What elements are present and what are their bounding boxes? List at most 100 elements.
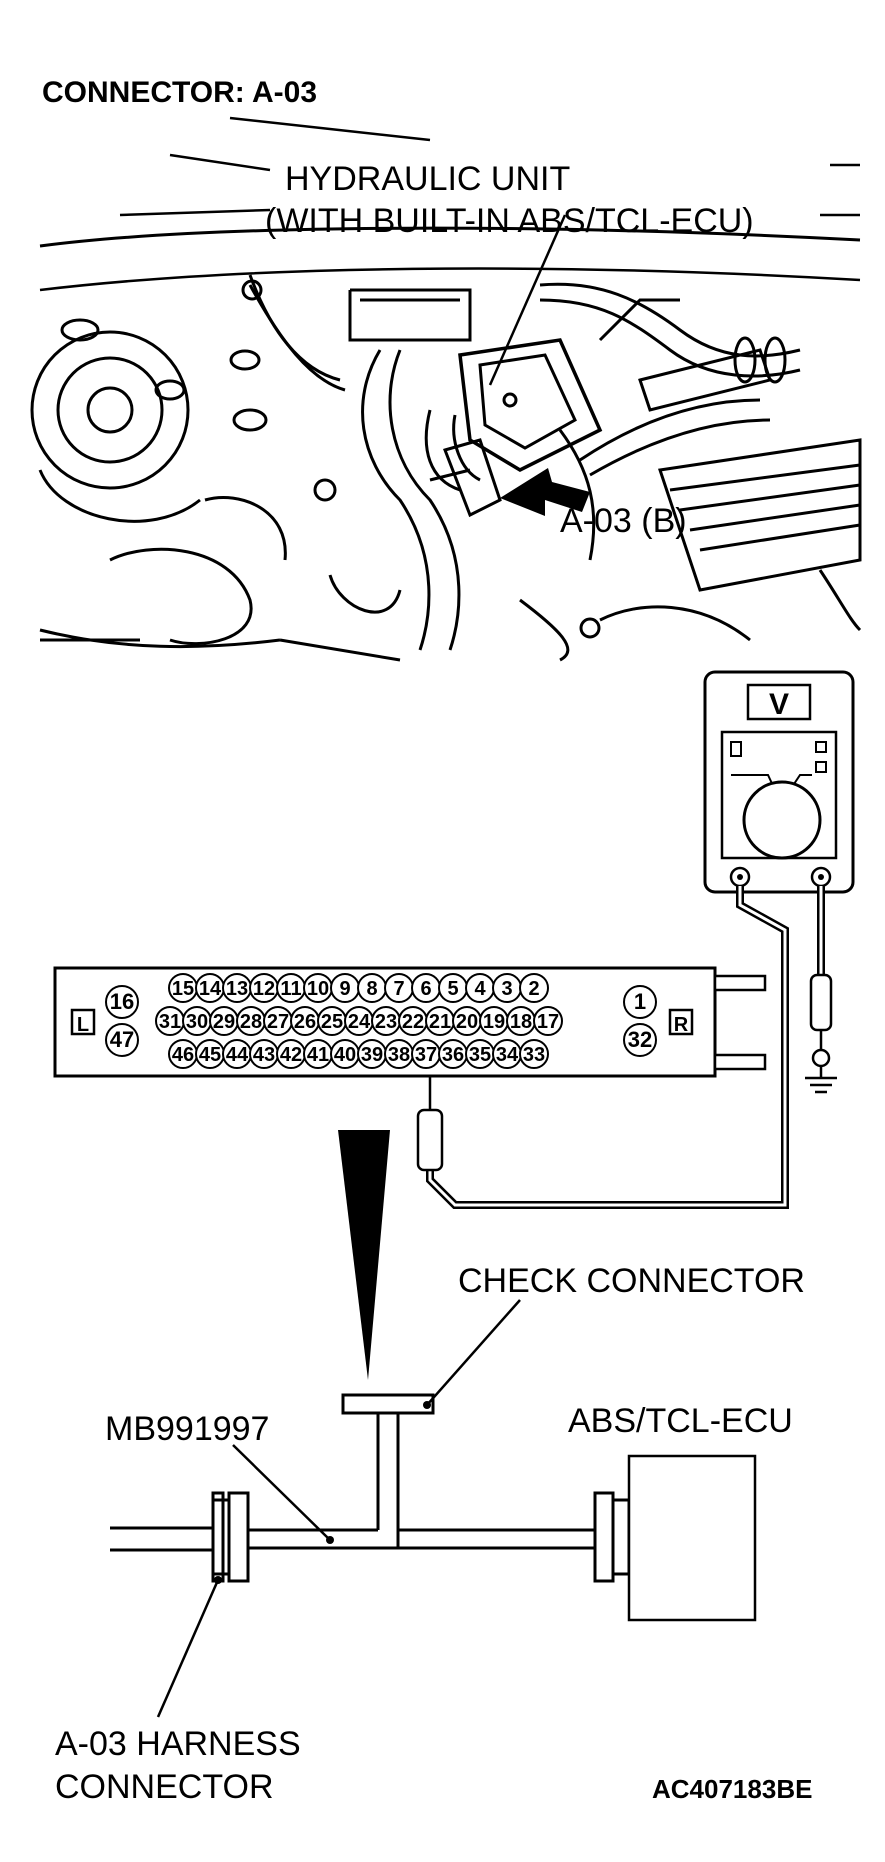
svg-text:27: 27 [267,1011,289,1033]
pin-45: 45 [195,1039,225,1069]
svg-text:11: 11 [280,978,301,1000]
pin-37: 37 [411,1039,441,1069]
pin-35: 35 [465,1039,495,1069]
pin-26: 26 [290,1006,320,1036]
connector-a03-label: A-03 (B) [560,502,687,540]
pin-14: 14 [195,973,225,1003]
svg-text:35: 35 [469,1044,491,1066]
svg-text:38: 38 [388,1044,410,1066]
figure-code: AC407183BE [652,1774,812,1804]
connector-arrow [500,468,590,516]
meter-leads [426,886,825,1209]
pin-20: 20 [452,1006,482,1036]
voltmeter [703,670,855,894]
pin-30: 30 [182,1006,212,1036]
pin-36: 36 [438,1039,468,1069]
svg-text:33: 33 [523,1044,545,1066]
svg-text:29: 29 [213,1011,235,1033]
svg-text:30: 30 [186,1011,208,1033]
svg-text:6: 6 [420,978,431,1000]
pin-24: 24 [344,1006,374,1036]
leader-dots [214,1401,431,1584]
svg-text:19: 19 [483,1011,505,1033]
svg-text:40: 40 [334,1044,356,1066]
svg-text:13: 13 [226,978,248,1000]
svg-text:4: 4 [474,978,486,1000]
svg-text:21: 21 [429,1011,451,1033]
ecu-label: ABS/TCL-ECU [568,1402,793,1440]
harness-schematic [110,1299,757,1718]
pin-5: 5 [438,973,468,1003]
svg-text:45: 45 [199,1044,221,1066]
svg-text:28: 28 [240,1011,262,1033]
pin-11: 11 [276,973,306,1003]
tool-label: MB991997 [105,1410,269,1448]
svg-text:5: 5 [447,978,458,1000]
photo-leaders [488,214,567,386]
pin-33: 33 [519,1039,549,1069]
svg-text:10: 10 [307,978,329,1000]
svg-text:2: 2 [528,978,539,1000]
pin-31: 31 [155,1006,185,1036]
svg-text:22: 22 [402,1011,424,1033]
svg-text:31: 31 [159,1011,181,1033]
ground-probe [805,973,837,1094]
page-title: CONNECTOR: A-03 [42,76,317,109]
pin-28: 28 [236,1006,266,1036]
pin-29: 29 [209,1006,239,1036]
pin-16: 16 [105,985,139,1019]
pin-13: 13 [222,973,252,1003]
hydraulic-unit-label: HYDRAULIC UNIT [285,160,570,198]
pin-41: 41 [303,1039,333,1069]
svg-text:17: 17 [537,1011,559,1033]
harness-connector-label: A-03 HARNESS [55,1725,301,1763]
pin-19: 19 [479,1006,509,1036]
svg-text:20: 20 [456,1011,478,1033]
engine-bay-illustration [30,116,862,662]
svg-text:44: 44 [226,1044,249,1066]
svg-text:47: 47 [110,1027,134,1052]
svg-text:42: 42 [280,1044,302,1066]
pin-32: 32 [623,1023,657,1057]
pin-22: 22 [398,1006,428,1036]
svg-text:15: 15 [172,978,194,1000]
test-probe [416,1070,444,1172]
pin-25: 25 [317,1006,347,1036]
pin-42: 42 [276,1039,306,1069]
svg-text:23: 23 [375,1011,397,1033]
pin-12: 12 [249,973,279,1003]
voltmeter-symbol: V [769,688,789,721]
pin-40: 40 [330,1039,360,1069]
check-connector-label: CHECK CONNECTOR [458,1262,805,1300]
pin-4: 4 [465,973,495,1003]
svg-text:7: 7 [393,978,404,1000]
svg-text:34: 34 [496,1044,519,1066]
pin-3: 3 [492,973,522,1003]
pin-23: 23 [371,1006,401,1036]
pin-21: 21 [425,1006,455,1036]
harness-connector-label-2: CONNECTOR [55,1768,274,1806]
svg-text:39: 39 [361,1044,383,1066]
pin-47: 47 [105,1023,139,1057]
svg-text:16: 16 [110,989,134,1014]
pin-8: 8 [357,973,387,1003]
hydraulic-unit-sublabel: (WITH BUILT-IN ABS/TCL-ECU) [265,202,754,240]
svg-text:32: 32 [628,1027,652,1052]
svg-text:41: 41 [307,1044,329,1066]
pin-9: 9 [330,973,360,1003]
svg-text:9: 9 [339,978,350,1000]
pin-27: 27 [263,1006,293,1036]
svg-text:26: 26 [294,1011,316,1033]
pin-2: 2 [519,973,549,1003]
svg-text:8: 8 [366,978,377,1000]
pin-10: 10 [303,973,333,1003]
connector-side-right: R [674,1014,689,1036]
connector-side-left: L [77,1014,89,1036]
pin-15: 15 [168,973,198,1003]
pin-43: 43 [249,1039,279,1069]
svg-text:46: 46 [172,1044,194,1066]
pin-6: 6 [411,973,441,1003]
svg-text:24: 24 [348,1011,371,1033]
pin-38: 38 [384,1039,414,1069]
